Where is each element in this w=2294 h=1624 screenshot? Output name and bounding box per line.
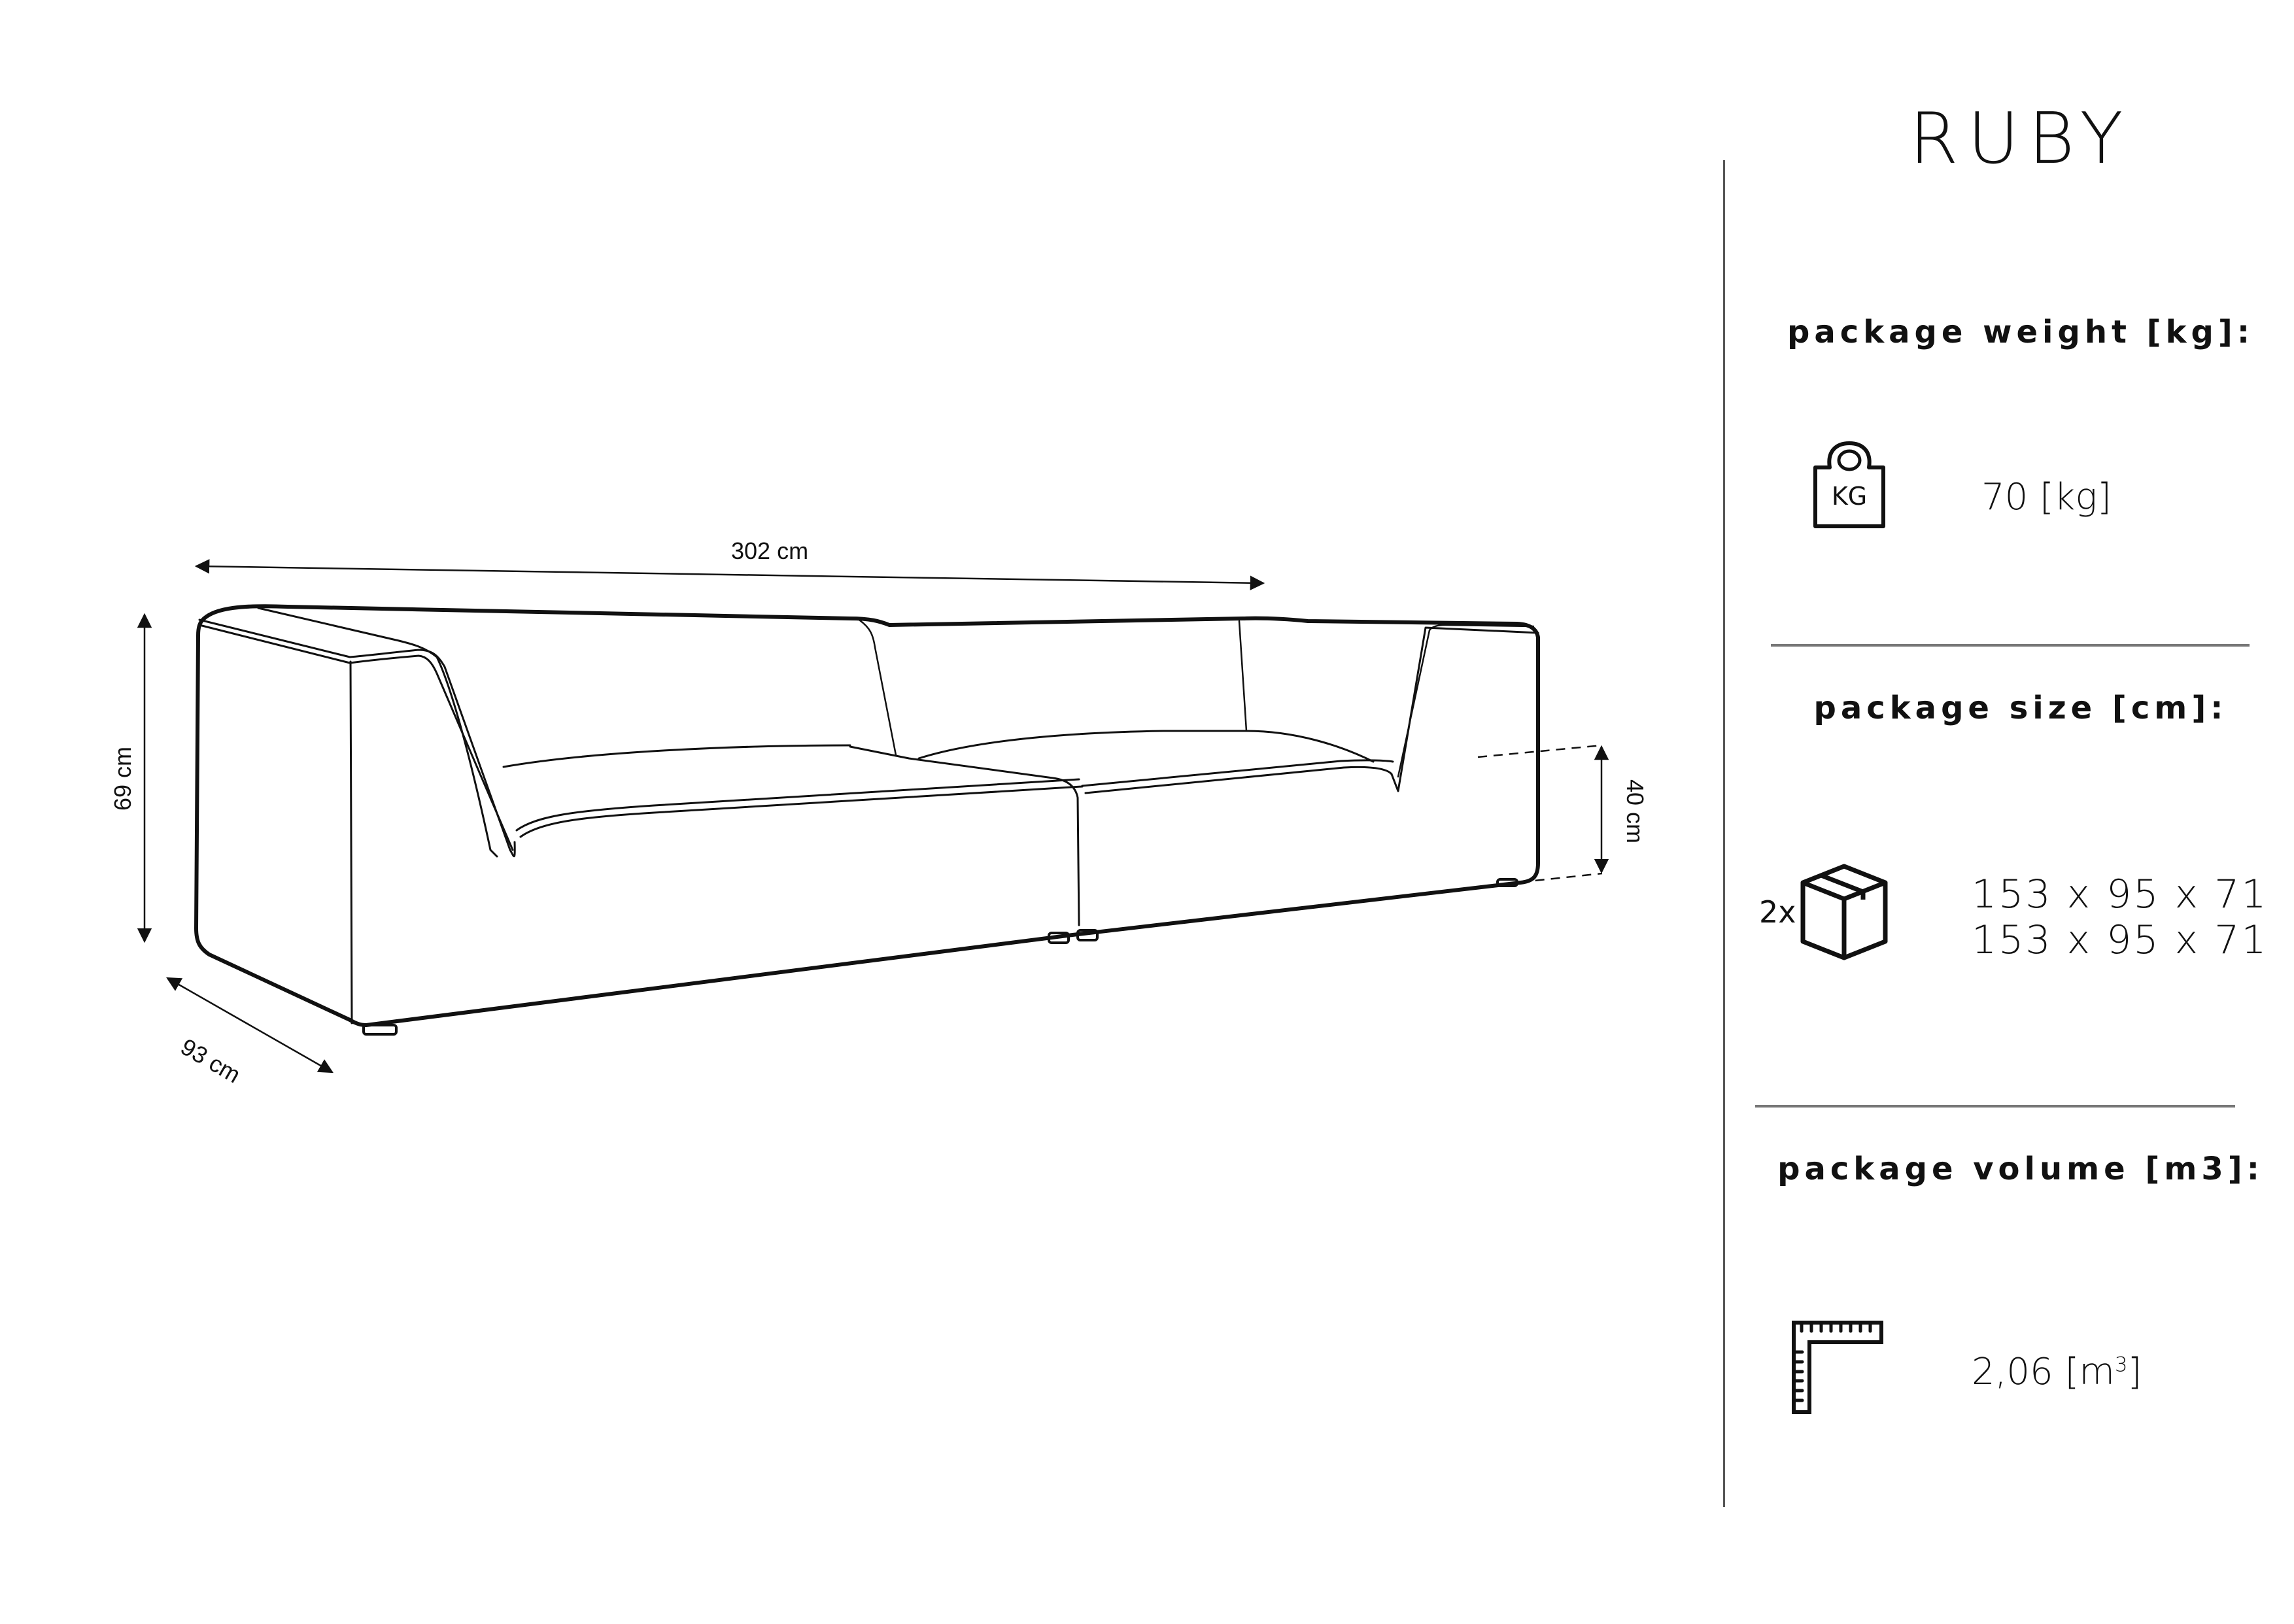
package-weight-label: package weight [kg]: — [1787, 314, 2255, 350]
width-dimension — [194, 559, 1265, 590]
sofa-line-drawing — [137, 559, 1609, 1074]
package-volume-value: 2,06 [m3] — [1972, 1351, 2142, 1393]
package-size-values: 153 x 95 x 71 153 x 95 x 71 — [1972, 871, 2268, 963]
volume-unit-close: ] — [2127, 1351, 2142, 1393]
depth-dimension — [166, 977, 334, 1074]
package-volume-label: package volume [m3]: — [1777, 1151, 2264, 1187]
weight-kg-icon: KG — [1810, 431, 1889, 530]
height-label: 69 cm — [109, 746, 136, 811]
package-size-row-1: 153 x 95 x 71 — [1972, 871, 2268, 917]
package-quantity: 2x — [1759, 894, 1796, 930]
volume-number: 2,06 — [1972, 1351, 2053, 1393]
section-divider-1 — [1771, 644, 2250, 647]
section-divider-2 — [1755, 1105, 2235, 1108]
width-label: 302 cm — [731, 537, 809, 564]
seat-height-label: 40 cm — [1622, 779, 1649, 844]
package-weight-value: 70 [kg] — [1981, 476, 2112, 518]
package-size-row-2: 153 x 95 x 71 — [1972, 917, 2268, 963]
volume-unit: [m3] — [2065, 1351, 2142, 1393]
package-size-label: package size [cm]: — [1813, 690, 2228, 726]
volume-unit-open: [m — [2064, 1351, 2115, 1393]
seat-height-dimension — [1477, 744, 1609, 885]
ruler-square-icon — [1792, 1321, 1883, 1419]
volume-unit-exponent: 3 — [2114, 1353, 2128, 1377]
weight-icon-text: KG — [1832, 482, 1867, 511]
sofa-technical-drawing: 302 cm 69 cm 93 cm 40 cm — [109, 537, 1649, 1089]
vertical-divider — [1723, 160, 1725, 1507]
product-title: RUBY — [1909, 98, 2132, 180]
box-icon — [1795, 863, 1893, 961]
